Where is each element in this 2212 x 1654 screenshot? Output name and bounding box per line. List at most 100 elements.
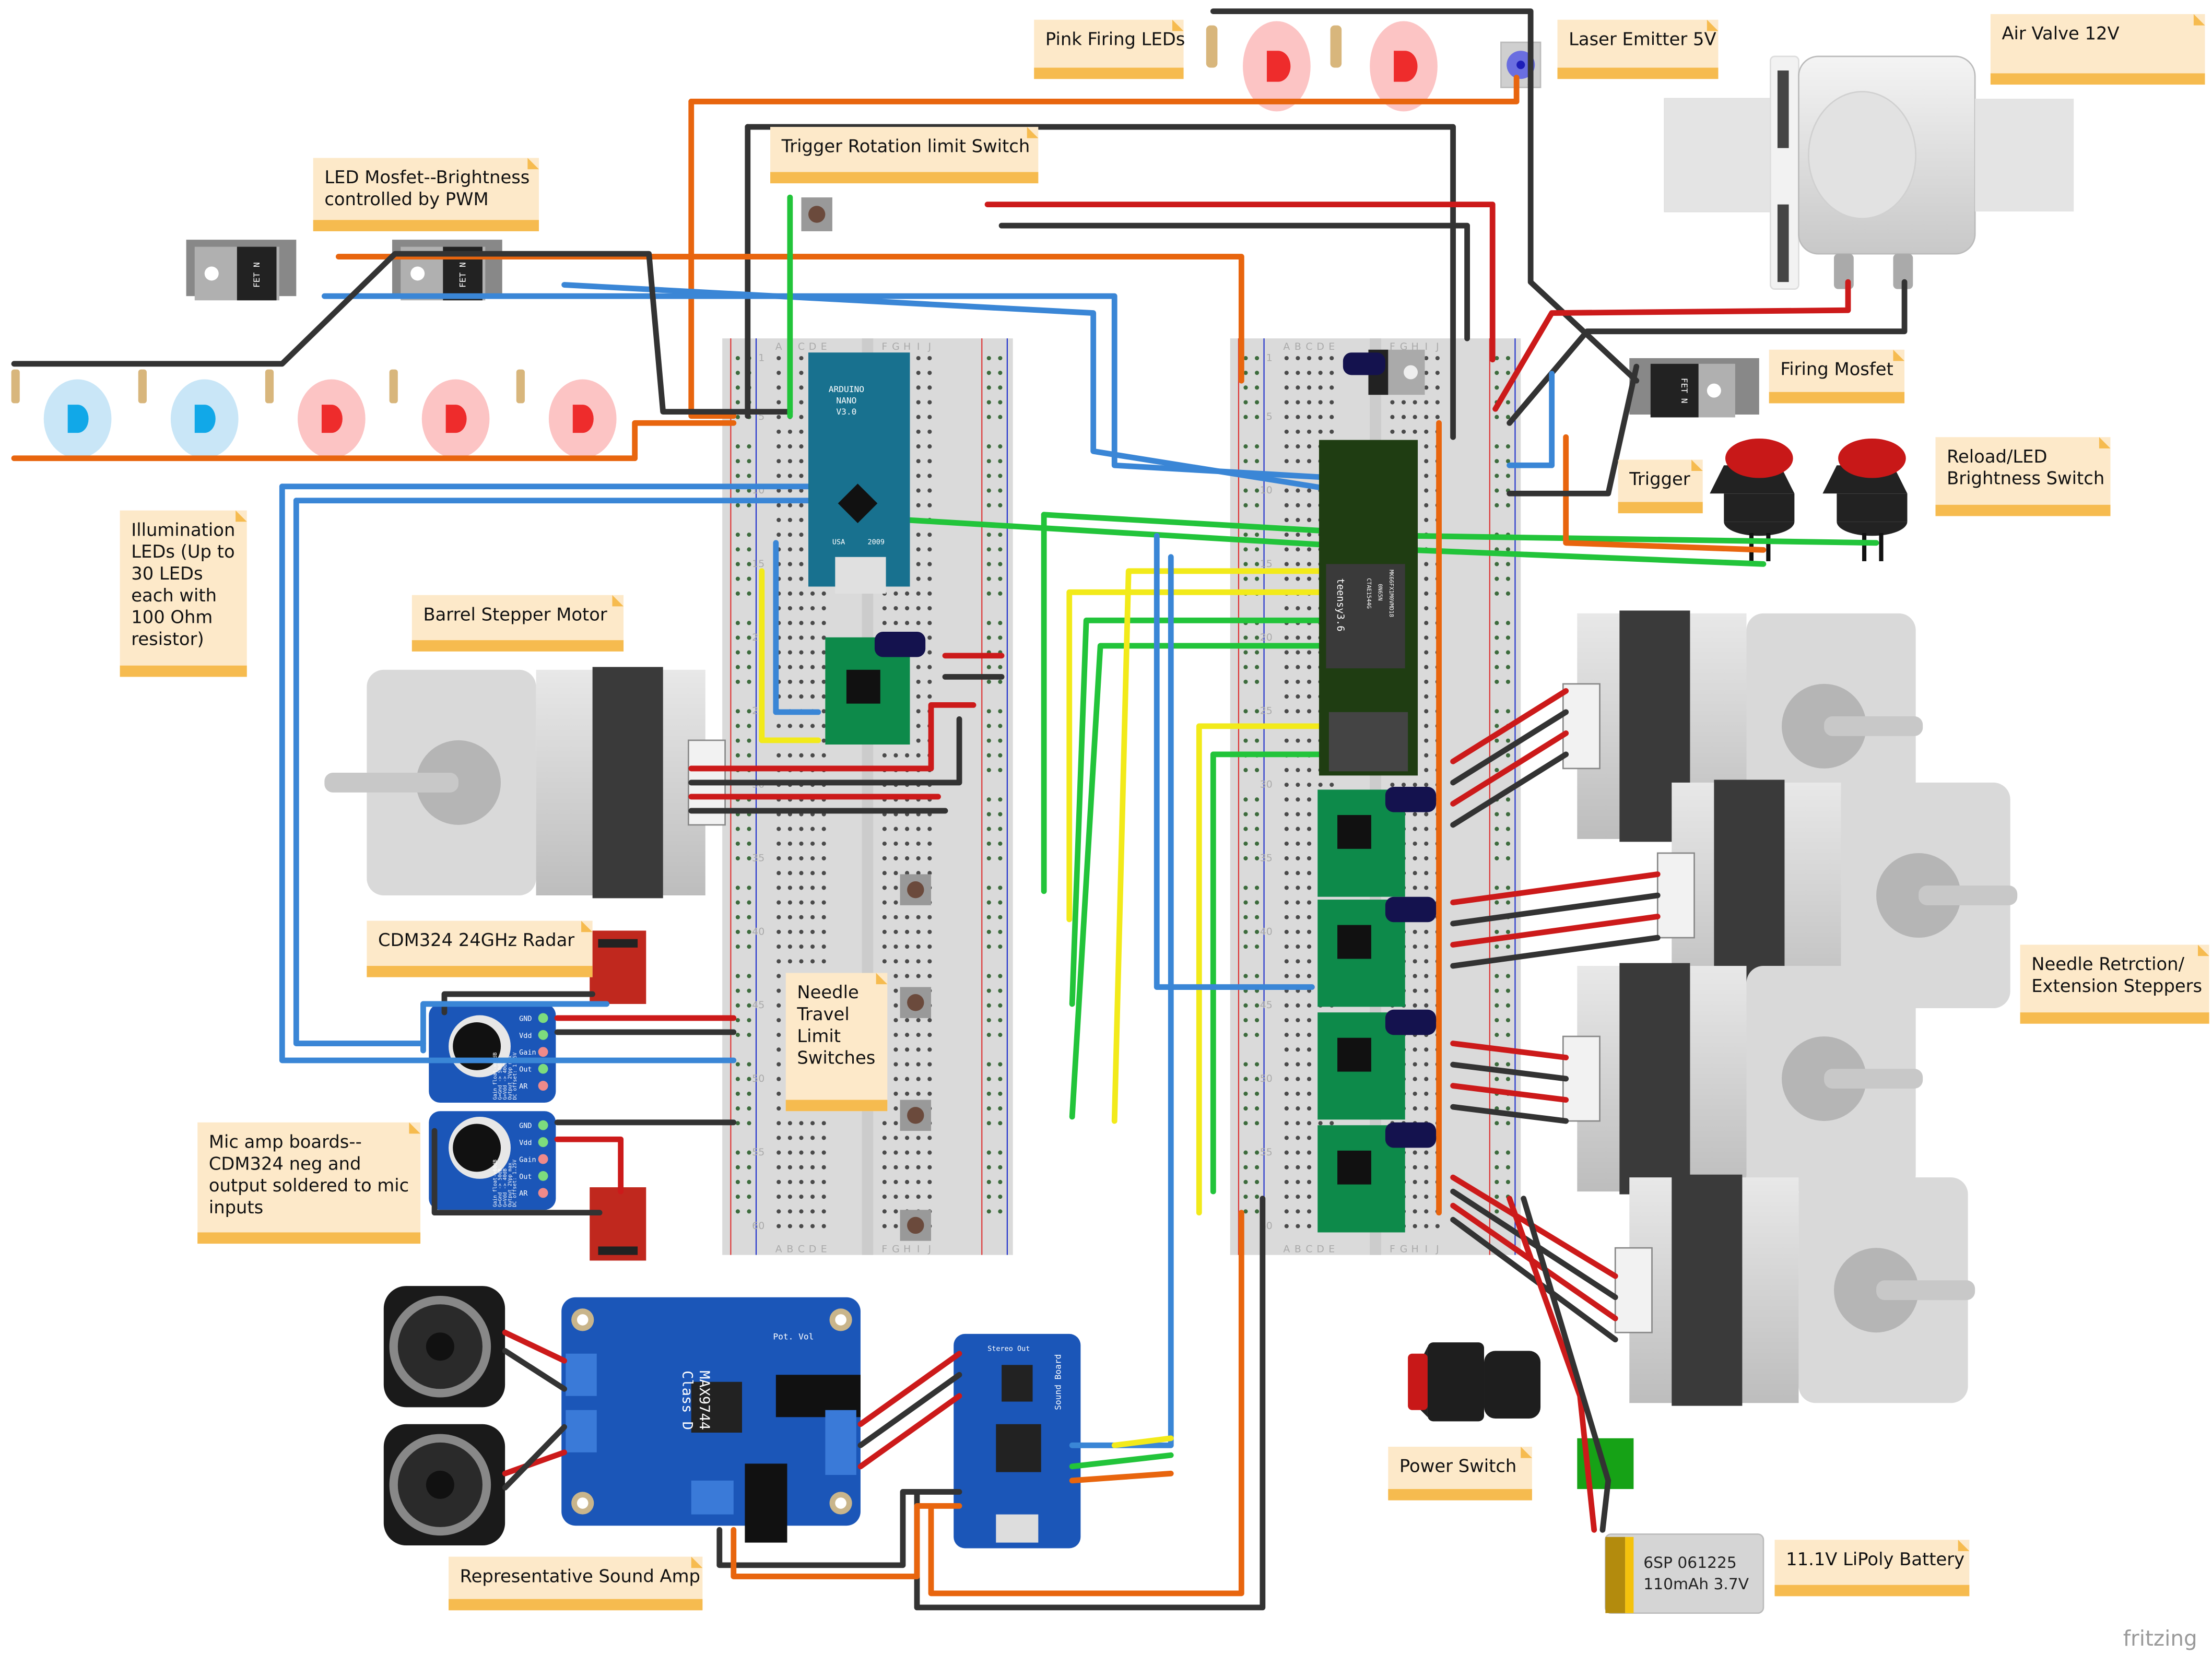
- rail-hole: [986, 562, 991, 566]
- trigger-button[interactable]: [1710, 438, 1795, 561]
- column-label: G: [892, 341, 900, 352]
- wire-orange: [731, 1503, 962, 1579]
- note-text: Power Switch: [1399, 1456, 1516, 1476]
- row-label: 50: [1260, 1073, 1273, 1084]
- breadboard-hole: [776, 371, 781, 375]
- rail-hole: [1255, 812, 1260, 817]
- breadboard-hole: [1307, 371, 1312, 375]
- column-label: I: [917, 1243, 920, 1255]
- rail-hole: [1243, 1165, 1248, 1169]
- rail-hole: [1243, 885, 1248, 890]
- rail-hole: [998, 826, 1003, 831]
- breadboard-hole: [1307, 826, 1312, 831]
- note-corner: [1691, 459, 1703, 471]
- breadboard-hole: [787, 1224, 792, 1228]
- breadboard-hole: [1307, 679, 1312, 684]
- breadboard-hole: [927, 591, 932, 596]
- breadboard-hole: [927, 841, 932, 846]
- breadboard-hole: [1424, 988, 1429, 993]
- breadboard-hole: [1424, 753, 1429, 758]
- breadboard-hole: [882, 915, 887, 919]
- breadboard-hole: [810, 1209, 815, 1214]
- motor-shaft: [1876, 1280, 1975, 1301]
- limit-switch-button[interactable]: [900, 987, 932, 1018]
- rail-hole: [998, 1106, 1003, 1111]
- breadboard-hole: [1296, 415, 1300, 419]
- breadboard-hole: [1329, 783, 1334, 787]
- breadboard-hole: [927, 1165, 932, 1169]
- rail-hole: [986, 1150, 991, 1155]
- rail-hole: [1505, 459, 1510, 464]
- breadboard-hole: [821, 944, 826, 949]
- rail-hole: [986, 1165, 991, 1169]
- trigger-rotation-switch[interactable]: [801, 197, 832, 231]
- note-text: 30 LEDs: [131, 563, 203, 584]
- row-label: 15: [752, 558, 764, 570]
- note-text: output soldered to mic: [209, 1175, 409, 1196]
- breadboard-hole: [905, 944, 910, 949]
- breadboard-hole: [1435, 400, 1440, 405]
- breadboard-hole: [787, 841, 792, 846]
- breadboard-hole: [799, 959, 804, 964]
- rail-hole: [1495, 459, 1499, 464]
- breadboard-hole: [799, 1165, 804, 1169]
- power-switch[interactable]: [1408, 1342, 1541, 1422]
- wire-black: [998, 222, 1470, 341]
- breadboard-hole: [1307, 665, 1312, 669]
- reload-button[interactable]: [1822, 438, 1908, 561]
- breadboard-hole: [1296, 1077, 1300, 1081]
- rail-hole: [1495, 474, 1499, 478]
- breadboard-hole: [916, 1018, 921, 1023]
- breadboard-hole: [787, 1136, 792, 1140]
- battery-line-1: 6SP 061225: [1643, 1554, 1737, 1572]
- rail-hole: [735, 1121, 740, 1126]
- breadboard-hole: [1307, 915, 1312, 919]
- rail-hole: [1243, 797, 1248, 802]
- rail-hole: [1495, 621, 1499, 625]
- breadboard-hole: [776, 1062, 781, 1067]
- rail-hole: [735, 974, 740, 978]
- rail-hole: [1505, 650, 1510, 655]
- rail-hole: [1495, 635, 1499, 640]
- motor-connector: [1562, 683, 1601, 770]
- rail-hole: [747, 459, 751, 464]
- breadboard-hole: [927, 944, 932, 949]
- mic-pin-label: Vdd: [519, 1139, 532, 1147]
- breadboard-hole: [1296, 944, 1300, 949]
- led-body: [572, 405, 594, 433]
- limit-switch-button[interactable]: [900, 1210, 932, 1241]
- breadboard-hole: [1296, 767, 1300, 773]
- breadboard-hole: [893, 1106, 898, 1111]
- column-label: F: [881, 1243, 887, 1255]
- column-label: B: [1295, 1243, 1301, 1255]
- limit-switch-button[interactable]: [900, 874, 932, 905]
- breadboard-hole: [787, 944, 792, 949]
- rail-hole: [1505, 709, 1510, 714]
- rail-hole: [747, 1062, 751, 1067]
- note-corner: [1958, 1540, 1970, 1551]
- limit-switch-button[interactable]: [900, 1100, 932, 1131]
- rail-hole: [986, 444, 991, 449]
- breadboard-hole: [1307, 738, 1312, 743]
- resistor: [138, 369, 147, 404]
- breadboard-hole: [893, 915, 898, 919]
- rail-hole: [1505, 547, 1510, 552]
- rail-hole: [998, 400, 1003, 405]
- resistor: [516, 369, 525, 404]
- rail-hole: [747, 1033, 751, 1037]
- breadboard-hole: [916, 1136, 921, 1140]
- rail-hole: [735, 576, 740, 581]
- breadboard-hole: [776, 1003, 781, 1008]
- breadboard-hole: [821, 900, 826, 905]
- breadboard-hole: [927, 547, 932, 552]
- rail-hole: [998, 562, 1003, 566]
- column-label: B: [1295, 341, 1301, 352]
- wire-black: [1527, 81, 1640, 384]
- note-text: Air Valve 12V: [2002, 23, 2119, 44]
- rail-hole: [1255, 533, 1260, 537]
- breadboard-hole: [1413, 1091, 1417, 1096]
- rail-hole: [986, 665, 991, 669]
- breadboard-hole: [893, 1062, 898, 1067]
- rail-hole: [1505, 1077, 1510, 1081]
- rail-hole: [998, 371, 1003, 375]
